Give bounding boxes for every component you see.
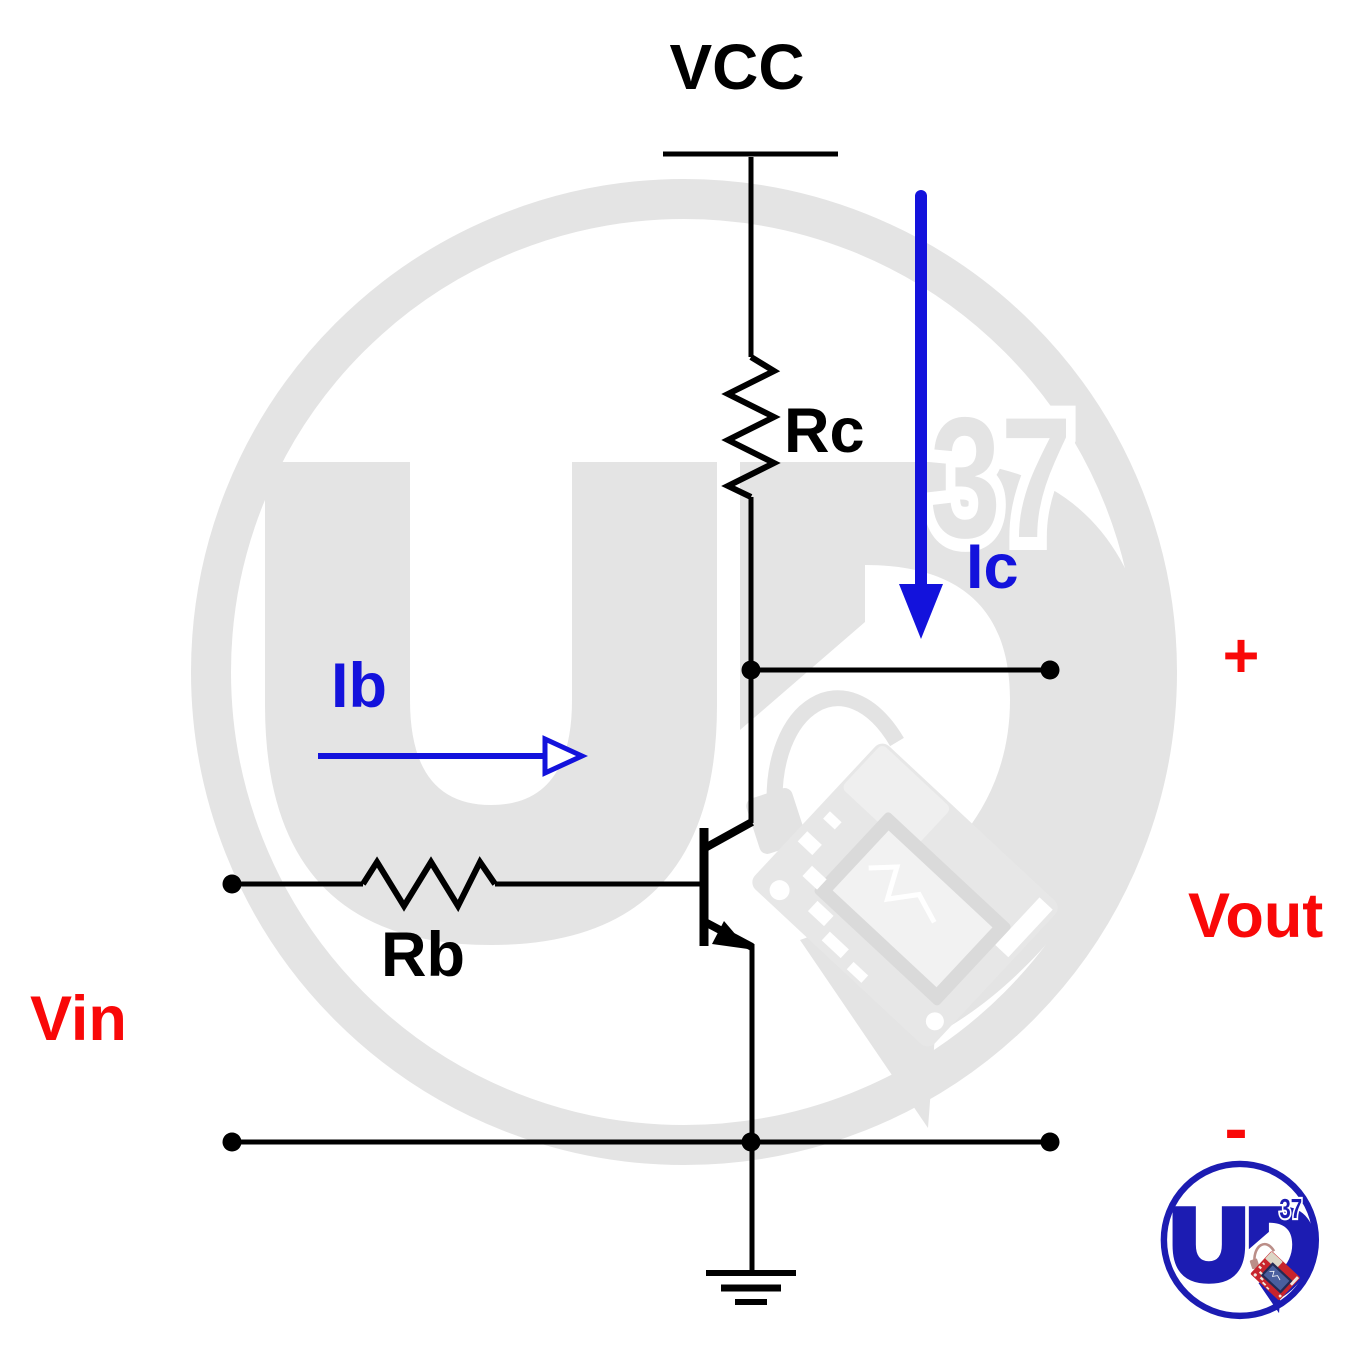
ic-arrow-head [899,584,943,639]
transistor-npn [699,818,754,951]
label-rb: Rb [381,920,465,990]
terminal-dot-input-return [222,1132,242,1152]
resistor-rb [360,856,498,913]
transistor-emitter-arrow [712,921,748,949]
circuit: VCC Rc Rb Ic Ib Vin Vout + - [30,31,1323,1305]
label-vcc: VCC [669,31,804,103]
transistor-collector-lead [703,818,754,852]
terminal-dot-output-minus [1040,1132,1060,1152]
terminal-dot-output-plus [1040,660,1060,680]
label-output-minus: - [1224,1089,1247,1167]
resistor-rc [721,354,781,500]
label-ic: Ic [966,532,1019,602]
ib-arrow-head [542,735,588,777]
label-vout: Vout [1188,881,1323,951]
junction-dot-collector [741,660,761,680]
junction-dot-emitter [741,1132,761,1152]
label-ib: Ib [331,651,387,721]
label-vin: Vin [30,984,127,1054]
brand-logo [1164,1164,1316,1316]
label-rc: Rc [784,396,865,466]
ground-symbol [706,1270,796,1305]
label-output-plus: + [1223,621,1260,691]
